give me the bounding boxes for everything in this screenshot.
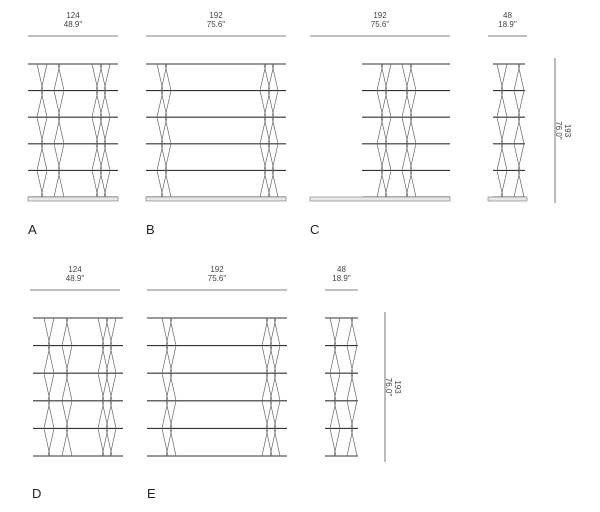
upright-stroke [47,317,55,457]
width-cm-label: 192 [210,265,224,274]
upright-stroke [265,317,273,457]
upright-stroke [161,317,169,457]
height-in-label: 76.0" [554,121,563,140]
upright-stroke [61,317,69,457]
upright-stroke [91,63,99,198]
upright-stroke [165,317,173,457]
elevation-label-c: C [310,222,319,237]
elevation-b [145,35,287,202]
upright-stroke [99,63,107,198]
elevation-label-d: D [32,486,41,501]
height-in-label: 76.0" [384,378,393,397]
upright-stroke [65,317,73,457]
upright-stroke [36,63,44,198]
upright-stroke [57,63,65,198]
width-cm-label: 192 [209,11,223,20]
elevation-d [30,289,123,457]
elevation-a [27,35,119,202]
upright-stroke [405,63,413,198]
upright-stroke [500,63,508,198]
upright-stroke [269,317,277,457]
upright-stroke [409,63,417,198]
elevation-label-b: B [146,222,155,237]
width-in-label: 48.9" [64,20,83,29]
upright-stroke [40,63,48,198]
base-plinth [309,196,451,202]
upright-stroke [103,63,111,198]
height-cm-label: 193 [393,380,402,394]
width-in-label: 75.6" [208,274,227,283]
upright-stroke [95,63,103,198]
width-cm-label: 48 [503,11,512,20]
upright-stroke [513,63,521,198]
upright-stroke [101,317,109,457]
width-in-label: 18.9" [498,20,517,29]
upright-stroke [346,317,354,457]
upright-stroke [267,63,275,198]
base-plinth [145,196,287,202]
upright-stroke [105,317,113,457]
width-in-label: 48.9" [66,274,85,283]
upright-stroke [273,317,281,457]
upright-stroke [53,63,61,198]
width-in-label: 75.6" [371,20,390,29]
upright-stroke [496,63,504,198]
width-in-label: 75.6" [207,20,226,29]
base-plinth [27,196,119,202]
width-cm-label: 48 [337,265,346,274]
upright-stroke [333,317,341,457]
upright-stroke [160,63,168,198]
height-cm-label: 193 [563,124,572,138]
width-cm-label: 192 [373,11,387,20]
base-plinth [487,196,528,202]
width-cm-label: 124 [68,265,82,274]
elevation-c [309,35,451,202]
upright-stroke [329,317,337,457]
upright-stroke [43,317,51,457]
upright-stroke [376,63,384,198]
upright-stroke [259,63,267,198]
width-in-label: 18.9" [332,274,351,283]
upright-stroke [156,63,164,198]
upright-stroke [384,63,392,198]
upright-stroke [97,317,105,457]
upright-stroke [169,317,177,457]
upright-stroke [164,63,172,198]
upright-stroke [350,317,358,457]
elevation-c2 [487,35,556,203]
upright-stroke [109,317,117,457]
elevation-e2 [325,289,386,462]
upright-stroke [261,317,269,457]
elevation-e [147,289,287,457]
elevation-label-e: E [147,486,156,501]
upright-stroke [380,63,388,198]
upright-stroke [517,63,525,198]
upright-stroke [263,63,271,198]
upright-stroke [401,63,409,198]
width-cm-label: 124 [66,11,80,20]
upright-stroke [271,63,279,198]
elevation-label-a: A [28,222,37,237]
